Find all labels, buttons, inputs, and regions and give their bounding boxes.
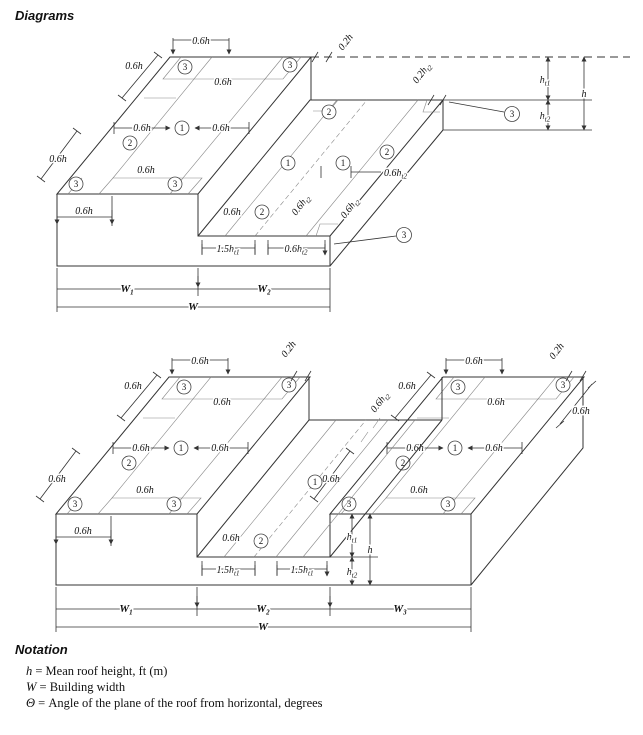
dim-label: 0.2h: [336, 32, 355, 53]
svg-text:2: 2: [327, 107, 332, 117]
page-title: Diagrams: [15, 8, 75, 23]
zone-badge: 1: [280, 155, 296, 171]
dim-arrows: [201, 565, 327, 576]
dim-ticks: [290, 370, 312, 382]
dim-label: 0.6h: [222, 533, 240, 544]
dim-label: 0.2h: [547, 341, 566, 362]
dim-arrows: [201, 244, 325, 255]
lower-roof-dashed-line: [254, 99, 368, 237]
notation-heading: Notation: [15, 642, 68, 657]
notation-definition: = Building width: [39, 680, 126, 694]
dim-label: 1.5ht1: [217, 244, 240, 257]
notation-item: W = Building width: [26, 679, 323, 695]
dim-ticks: [565, 370, 587, 382]
svg-text:2: 2: [260, 207, 265, 217]
building-outline: [55, 377, 584, 586]
dim-label: 0.6ht2: [285, 244, 308, 257]
zone-badge: 2: [379, 144, 395, 160]
tall-roof-right: [310, 356, 584, 514]
notation-symbol: Θ: [26, 696, 36, 710]
zone-badge: 2: [321, 104, 337, 120]
zone-badge: 2: [254, 204, 270, 220]
dim-label: ht2: [347, 567, 358, 580]
zone-badge: 1: [307, 474, 323, 490]
dim-label: 0.6h: [572, 406, 590, 417]
dim-label: ht1: [347, 532, 357, 545]
dim-label-w1: W1: [120, 283, 133, 297]
zone-badge: 3: [396, 227, 412, 243]
dim-label: 0.2ht2: [411, 61, 435, 87]
dim-label-w: W: [188, 301, 199, 313]
notation-item: Θ = Angle of the plane of the roof from …: [26, 695, 323, 711]
dim-label: 0.6h: [74, 526, 92, 537]
zone-badge: 3: [504, 106, 520, 122]
dim-label: ht1: [540, 75, 550, 88]
notation-item: h = Mean roof height, ft (m): [26, 663, 323, 679]
notation-symbol: W: [26, 680, 37, 694]
dim-label-w: W: [258, 621, 269, 633]
svg-text:2: 2: [385, 147, 390, 157]
zone-badge: 1: [335, 155, 351, 171]
dim-label: 0.6h: [75, 206, 93, 217]
notation-symbol: h: [26, 664, 33, 678]
dim-label: 0.6ht2: [369, 390, 393, 416]
middle-roof-dashed-line: [253, 419, 367, 558]
leader-line: [448, 101, 505, 113]
dim-label: ht2: [540, 111, 551, 124]
leader-line: [333, 235, 397, 245]
svg-text:1: 1: [313, 477, 318, 487]
diagram-2: 0.6h 2 1 0.6ht2 0.2h 0.2h 0.6h 0.6h 1.5h…: [36, 338, 597, 635]
dim-label: h: [368, 545, 373, 556]
dim-label: 0.6ht2: [290, 193, 314, 219]
dim-line: [320, 166, 381, 178]
tall-roof-left: [36, 356, 310, 514]
svg-text:1: 1: [286, 158, 291, 168]
dim-label: 0.6ht2: [384, 168, 407, 181]
middle-roof-zone-lines: [223, 417, 416, 558]
dim-label: 0.6h: [223, 207, 241, 218]
notation-definition: = Angle of the plane of the roof from ho…: [38, 696, 323, 710]
dim-label: 0.6ht2: [339, 196, 363, 222]
edge-dim-bracket: [555, 380, 597, 429]
stepped-roof-diagrams: 0.6h 0.6h 0.6h 0.6h 0.6h 0.6h 0.6h 3 3 3…: [0, 31, 630, 635]
dim-label: 0.2h: [279, 339, 298, 360]
dim-label-w2: W2: [256, 603, 270, 617]
svg-text:1: 1: [341, 158, 346, 168]
dim-label: 1.5ht1: [217, 565, 240, 578]
notation-definition: = Mean roof height, ft (m): [35, 664, 168, 678]
dim-label: h: [582, 89, 587, 100]
dim-label-w2: W2: [257, 283, 271, 297]
level-lines: [443, 99, 592, 131]
notation-section: Notation h = Mean roof height, ft (m) W …: [15, 642, 323, 711]
svg-text:2: 2: [259, 536, 264, 546]
tall-roof-left: [37, 36, 311, 194]
dim-label: 1.5ht1: [291, 565, 314, 578]
building-outline: [56, 57, 444, 267]
svg-text:3: 3: [402, 230, 407, 240]
zone-badge: 2: [253, 533, 269, 549]
diagram-1: 2 1 1 2 2 0.6h 0.6ht2 0.6ht2 0.6ht2 0.2h…: [37, 31, 630, 315]
svg-text:3: 3: [510, 109, 515, 119]
dim-label-w3: W3: [393, 603, 407, 617]
dim-label-w1: W1: [119, 603, 132, 617]
